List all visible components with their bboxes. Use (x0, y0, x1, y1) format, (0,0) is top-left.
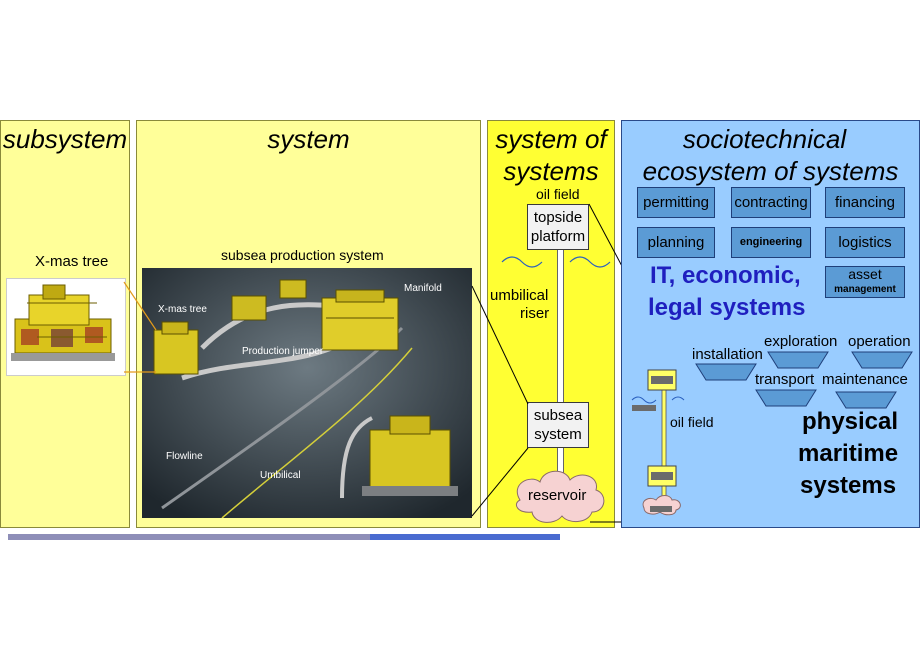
photo-label-umbilical: Umbilical (260, 470, 301, 481)
physical-line2: maritime (798, 440, 899, 467)
subsea-line1: subsea (533, 407, 583, 424)
subsea-production-photo: X-mas tree Manifold Production jumper Fl… (142, 268, 472, 518)
subsea-scene (142, 268, 472, 518)
sos-title-line2: systems (503, 156, 599, 186)
topside-line2: platform (530, 228, 586, 245)
phase-transport: transport (755, 371, 815, 388)
phase-maintenance: maintenance (822, 371, 908, 388)
photo-label-manifold: Manifold (404, 283, 442, 294)
financing-box: financing (825, 187, 905, 218)
ecosystem-title-line2: ecosystem of systems (642, 156, 899, 186)
logistics-box: logistics (825, 227, 905, 258)
eco-oil-field: oil field (670, 414, 714, 430)
topside-platform-box: topside platform (527, 204, 589, 250)
permitting-box: permitting (637, 187, 715, 218)
photo-label-production-jumper: Production jumper (242, 346, 324, 357)
photo-label-xmas-tree: X-mas tree (158, 304, 207, 315)
sos-reservoir: reservoir (528, 487, 587, 504)
contracting-box: contracting (731, 187, 811, 218)
sos-oil-field: oil field (536, 186, 580, 202)
it-systems-line1: IT, economic, (650, 262, 801, 289)
physical-line3: systems (800, 472, 897, 499)
subsea-system-box: subsea system (527, 402, 589, 448)
phase-installation: installation (692, 346, 763, 363)
management-label: management (834, 284, 896, 295)
sos-panel: system of systems oil field umbilical ri… (487, 120, 615, 528)
sos-riser: riser (520, 305, 550, 322)
xmas-tree-illustration (11, 284, 115, 361)
phase-exploration: exploration (764, 333, 838, 350)
asset-label: asset (848, 266, 882, 282)
subsystem-title: subsystem (2, 124, 128, 154)
system-title: system (267, 124, 350, 154)
xmas-tree-image (6, 278, 126, 376)
sos-umbilical: umbilical (490, 287, 549, 304)
photo-label-flowline: Flowline (166, 451, 203, 462)
riser-line (557, 250, 564, 480)
engineering-box: engineering (731, 227, 811, 258)
it-systems-line2: legal systems (648, 294, 806, 321)
subsea-production-caption: subsea production system (221, 247, 384, 263)
phase-operation: operation (848, 333, 911, 350)
subsea-line2: system (534, 426, 582, 443)
ecosystem-title-line1: sociotechnical (682, 124, 847, 154)
xmas-tree-label: X-mas tree (35, 253, 109, 270)
physical-line1: physical (802, 408, 899, 435)
planning-box: planning (637, 227, 715, 258)
topside-line1: topside (533, 209, 583, 226)
asset-management-box: asset management (825, 266, 905, 298)
sos-title-line1: system of (495, 124, 607, 154)
